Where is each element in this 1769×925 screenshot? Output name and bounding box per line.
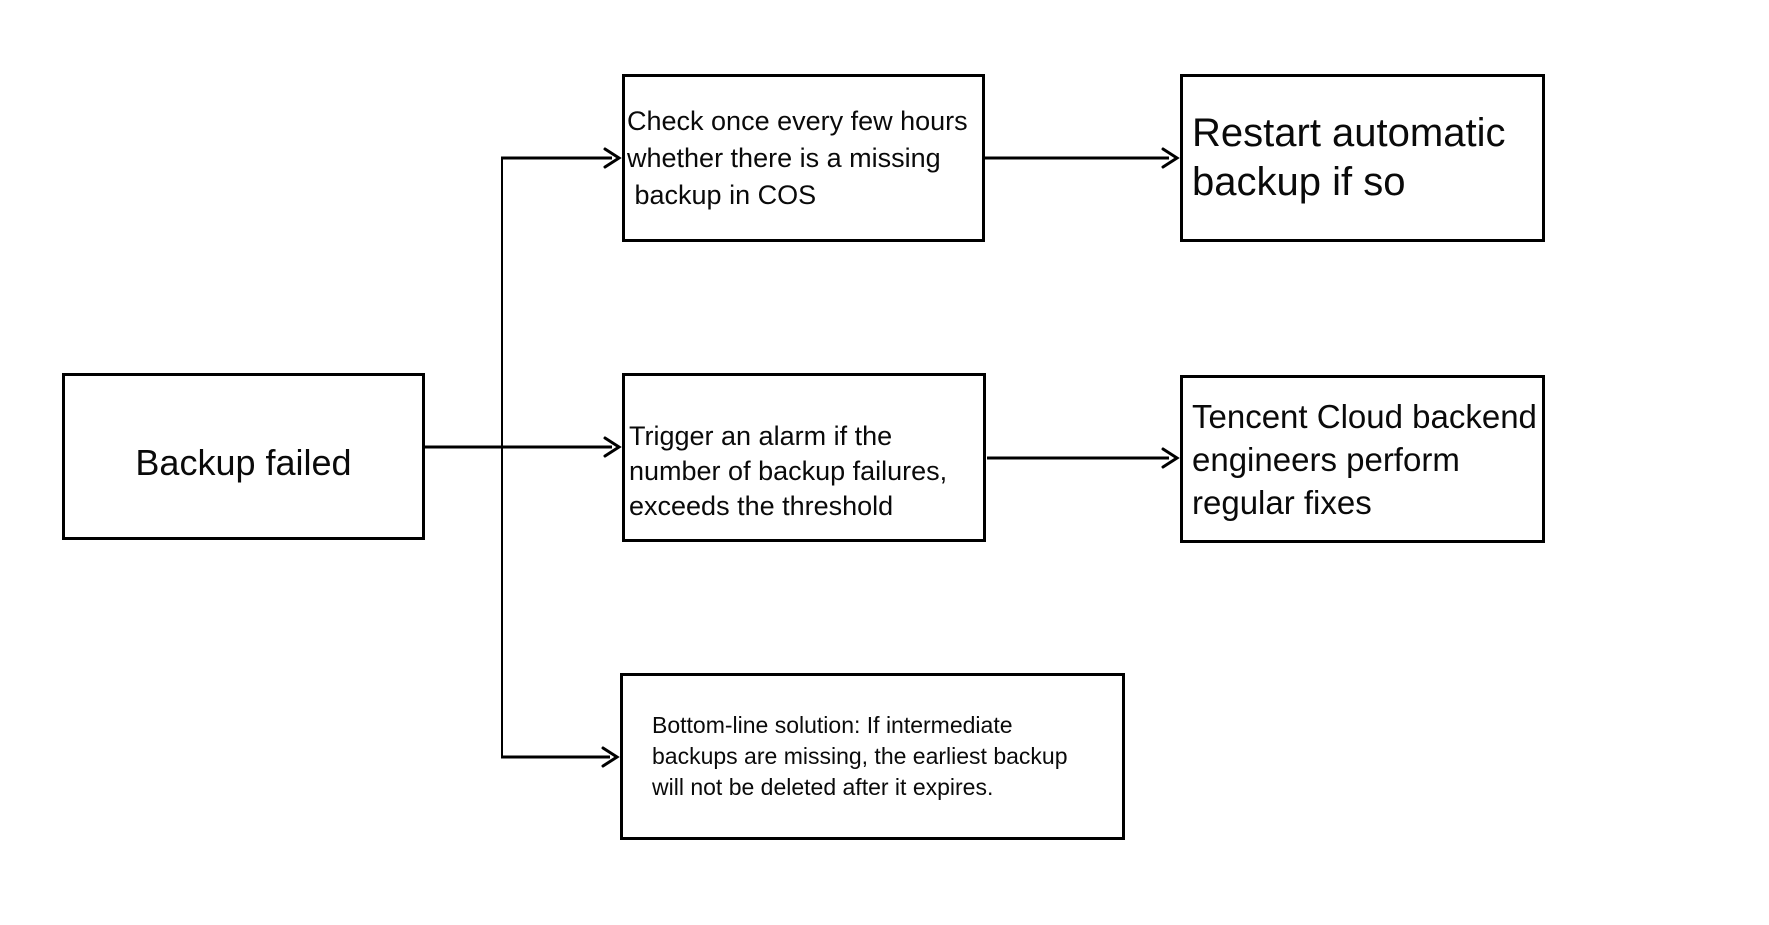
node-check-cos: Check once every few hours whether there…: [622, 74, 985, 242]
arrowhead-bottomline: [601, 746, 620, 768]
node-tencent-fix: Tencent Cloud backend engineers perform …: [1180, 375, 1545, 543]
arrowhead-restart: [1161, 147, 1180, 169]
node-label-backup-failed: Backup failed: [135, 441, 352, 483]
node-label-tencent-fix: Tencent Cloud backend engineers perform …: [1192, 397, 1537, 521]
node-backup-failed: Backup failed: [62, 373, 425, 540]
node-label-check-cos: Check once every few hours whether there…: [627, 105, 968, 210]
node-trigger-alarm: Trigger an alarm if the number of backup…: [622, 373, 986, 542]
node-label-bottom-line: Bottom-line solution: If intermediate ba…: [652, 712, 1068, 800]
node-label-trigger-alarm: Trigger an alarm if the number of backup…: [629, 421, 948, 521]
node-bottom-line: Bottom-line solution: If intermediate ba…: [620, 673, 1125, 840]
node-label-restart-backup: Restart automatic backup if so: [1192, 111, 1506, 204]
arrowhead-check: [603, 147, 622, 169]
arrowhead-tencent: [1161, 447, 1180, 469]
node-restart-backup: Restart automatic backup if so: [1180, 74, 1545, 242]
arrowhead-trigger: [603, 436, 622, 458]
